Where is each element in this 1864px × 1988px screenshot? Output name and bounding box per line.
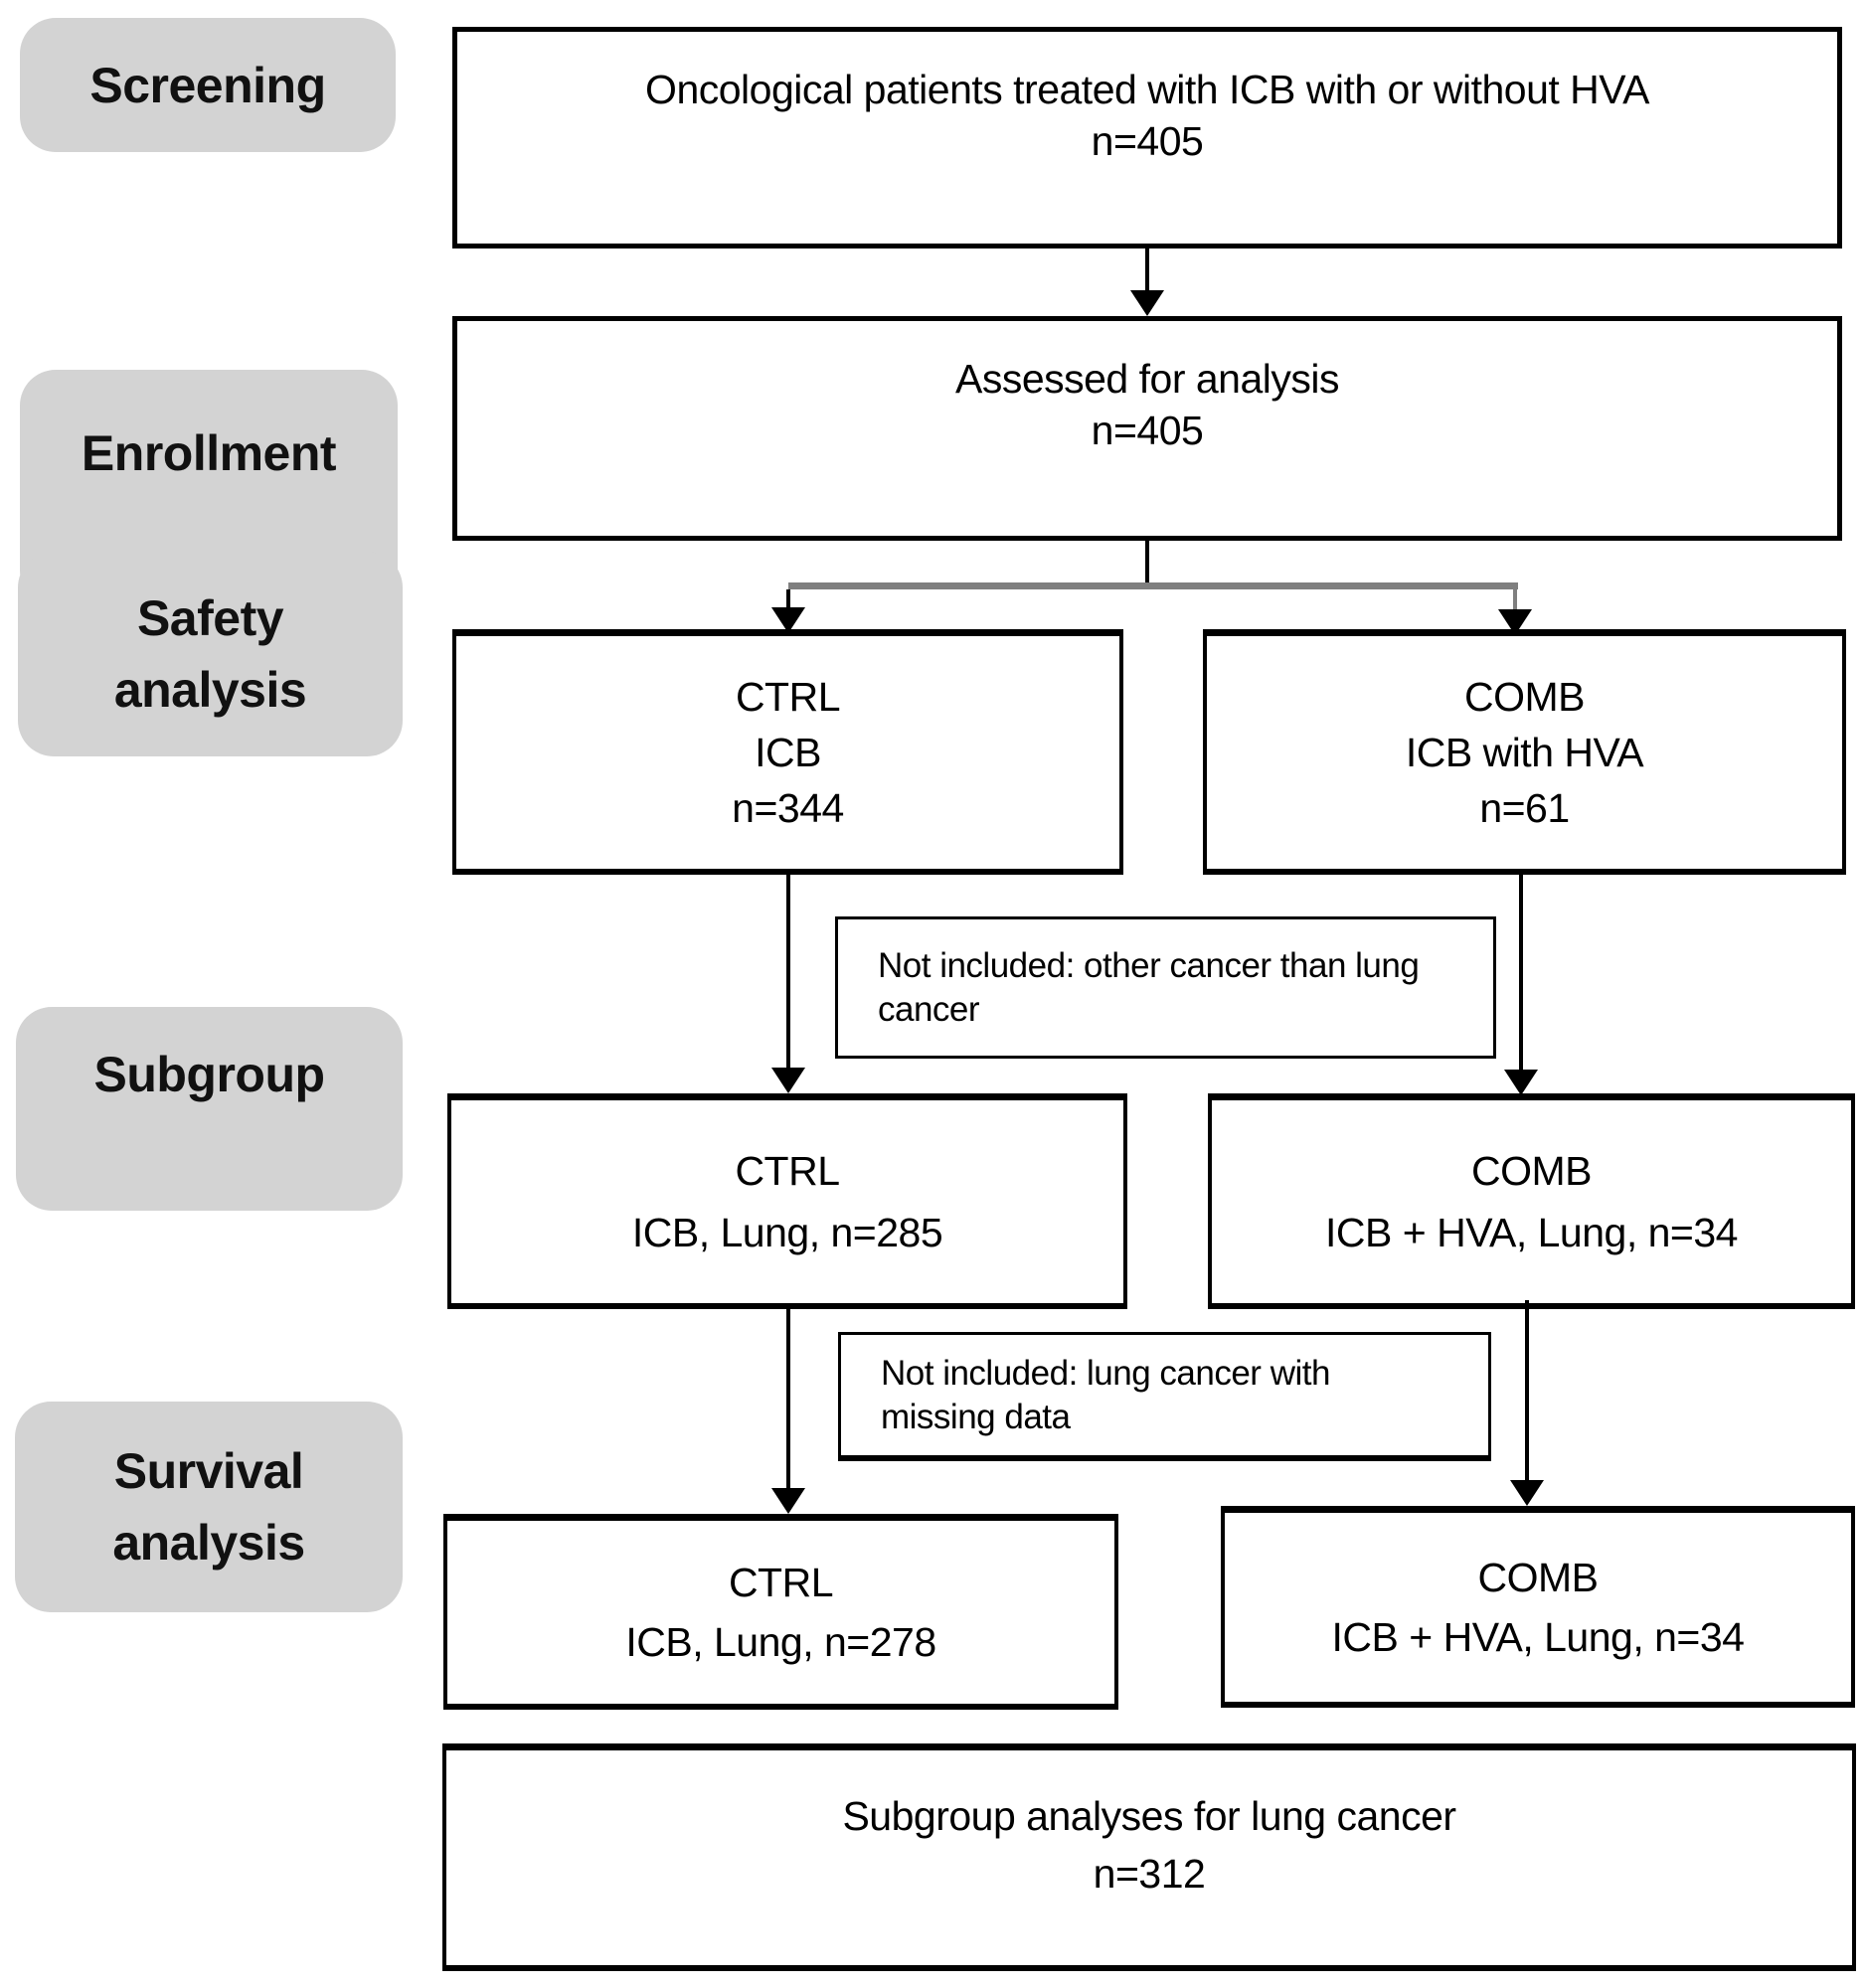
stage-label-text: Screening <box>89 57 326 113</box>
box-text-line3: n=61 <box>1479 785 1570 831</box>
box-text-line2: ICB with HVA <box>1405 730 1644 775</box>
arrow-subgroup-ctrl-to-survival-head <box>771 1488 805 1514</box>
box-text-line2: n=405 <box>1091 118 1204 164</box>
split-center-stem <box>1145 541 1149 589</box>
box-text-line2: ICB + HVA, Lung, n=34 <box>1331 1614 1745 1660</box>
box-text-line1: Subgroup analyses for lung cancer <box>842 1793 1456 1839</box>
stage-label-text-line1: Safety <box>136 590 284 646</box>
box-text-line1: COMB <box>1464 674 1586 720</box>
flow-box-safety-ctrl: CTRL ICB n=344 <box>452 629 1123 875</box>
exclusion-text-line2: cancer <box>878 989 980 1029</box>
arrow-safety-ctrl-to-subgroup-head <box>771 1068 805 1093</box>
arrow-safety-ctrl-to-subgroup-stem <box>786 875 790 1068</box>
box-text-line2: n=312 <box>1093 1851 1206 1897</box>
flow-box-subgroup-ctrl: CTRL ICB, Lung, n=285 <box>447 1093 1127 1309</box>
flow-box-safety-comb: COMB ICB with HVA n=61 <box>1203 629 1846 875</box>
flow-box-final-subgroup-analyses: Subgroup analyses for lung cancer n=312 <box>442 1743 1856 1971</box>
stage-label-safety-analysis: Safety analysis <box>18 552 403 756</box>
box-text-line3: n=344 <box>732 785 844 831</box>
box-text-line2: ICB, Lung, n=278 <box>625 1619 936 1665</box>
split-left-arrow-stem <box>786 589 790 609</box>
arrow-pool-to-assessed-stem <box>1145 248 1149 292</box>
arrow-subgroup-comb-to-survival-head <box>1510 1480 1544 1506</box>
arrow-subgroup-comb-to-survival-stem <box>1525 1300 1529 1482</box>
exclusion-text-line1: Not included: lung cancer with <box>881 1353 1330 1393</box>
arrow-subgroup-ctrl-to-survival-stem <box>786 1309 790 1490</box>
exclusion-text-line2: missing data <box>881 1397 1071 1436</box>
box-text-line1: CTRL <box>735 1148 840 1194</box>
box-text-line1: Oncological patients treated with ICB wi… <box>645 67 1649 112</box>
box-text-line1: CTRL <box>728 1560 834 1605</box>
stage-label-text: Enrollment <box>81 425 337 481</box>
box-text-line2: ICB, Lung, n=285 <box>631 1210 943 1255</box>
stage-label-text: Subgroup <box>93 1046 325 1102</box>
stage-label-subgroup: Subgroup <box>16 1007 403 1211</box>
box-text-line1: Assessed for analysis <box>954 356 1340 402</box>
box-text-line2: n=405 <box>1091 408 1204 453</box>
flow-box-survival-comb: COMB ICB + HVA, Lung, n=34 <box>1221 1506 1855 1708</box>
box-text-line1: CTRL <box>735 674 841 720</box>
stage-label-screening: Screening <box>20 18 396 152</box>
box-text-line2: ICB + HVA, Lung, n=34 <box>1325 1210 1738 1255</box>
split-horizontal-bar <box>788 582 1518 589</box>
box-text-line2: ICB <box>755 730 821 775</box>
exclusion-box-other-cancer: Not included: other cancer than lung can… <box>835 916 1496 1059</box>
arrow-safety-comb-to-subgroup-head <box>1504 1070 1538 1095</box>
exclusion-text-line1: Not included: other cancer than lung <box>878 945 1420 985</box>
flow-box-screening-pool: Oncological patients treated with ICB wi… <box>452 27 1842 248</box>
box-text-line1: COMB <box>1477 1555 1600 1600</box>
box-text-line1: COMB <box>1471 1148 1593 1194</box>
flow-box-survival-ctrl: CTRL ICB, Lung, n=278 <box>443 1514 1118 1710</box>
stage-label-survival-analysis: Survival analysis <box>15 1402 403 1612</box>
arrow-pool-to-assessed-head <box>1130 290 1164 316</box>
arrow-safety-comb-to-subgroup-stem <box>1519 875 1523 1070</box>
split-right-arrow-stem <box>1513 589 1517 610</box>
split-left-arrow-head <box>771 607 805 633</box>
stage-label-text-line2: analysis <box>112 1515 305 1571</box>
exclusion-box-missing-data: Not included: lung cancer with missing d… <box>838 1332 1491 1461</box>
stage-label-text-line2: analysis <box>113 662 307 718</box>
stage-label-text-line1: Survival <box>113 1443 304 1499</box>
flow-box-assessed: Assessed for analysis n=405 <box>452 316 1842 541</box>
flow-box-subgroup-comb: COMB ICB + HVA, Lung, n=34 <box>1208 1093 1855 1309</box>
